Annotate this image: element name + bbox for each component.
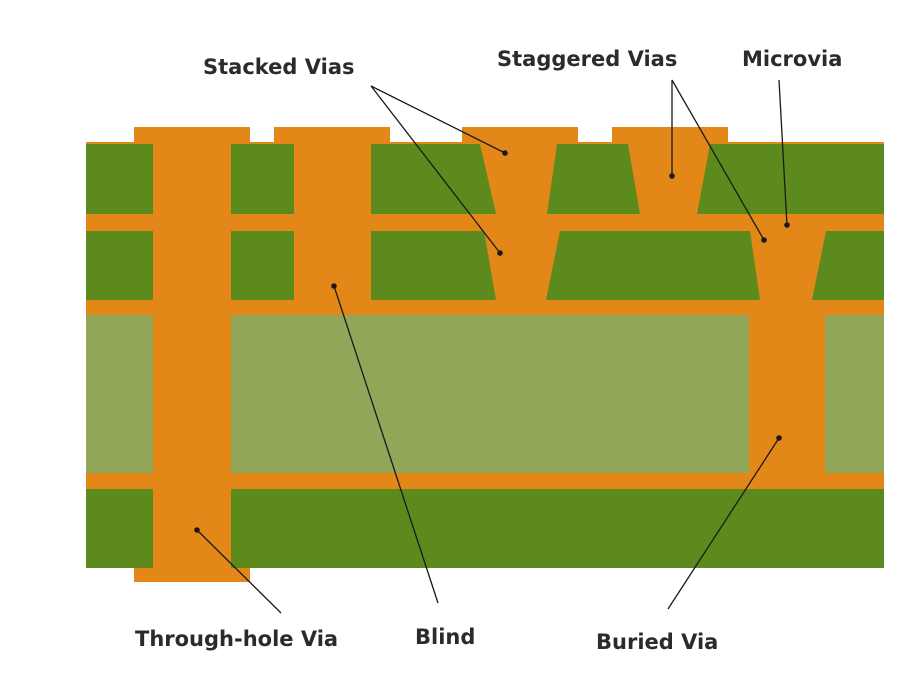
leader-microvia: [778, 79, 788, 226]
leader-stacked-vias-lower: [370, 85, 501, 254]
buried-via-label: Buried Via: [596, 630, 719, 654]
top-outer-dielectric-layer: [86, 144, 884, 214]
core-laminate: [86, 315, 884, 473]
second-dielectric-layer: [86, 231, 884, 300]
stacked-vias-label: Stacked Vias: [203, 55, 355, 79]
leader-through-hole-via: [196, 529, 282, 614]
through-hole-via-label: Through-hole Via: [135, 627, 339, 651]
blind-label: Blind: [415, 625, 476, 649]
leader-dots: [194, 150, 790, 533]
microvia-label: Microvia: [742, 47, 843, 71]
leader-stacked-vias-upper: [370, 85, 506, 154]
leader-staggered-vias-right: [671, 79, 765, 241]
leader-buried-via: [667, 437, 780, 610]
leader-lines: [196, 79, 788, 614]
leader-blind: [333, 285, 439, 604]
bottom-outer-dielectric-layer: [86, 489, 884, 568]
staggered-vias-label: Staggered Vias: [497, 47, 678, 71]
